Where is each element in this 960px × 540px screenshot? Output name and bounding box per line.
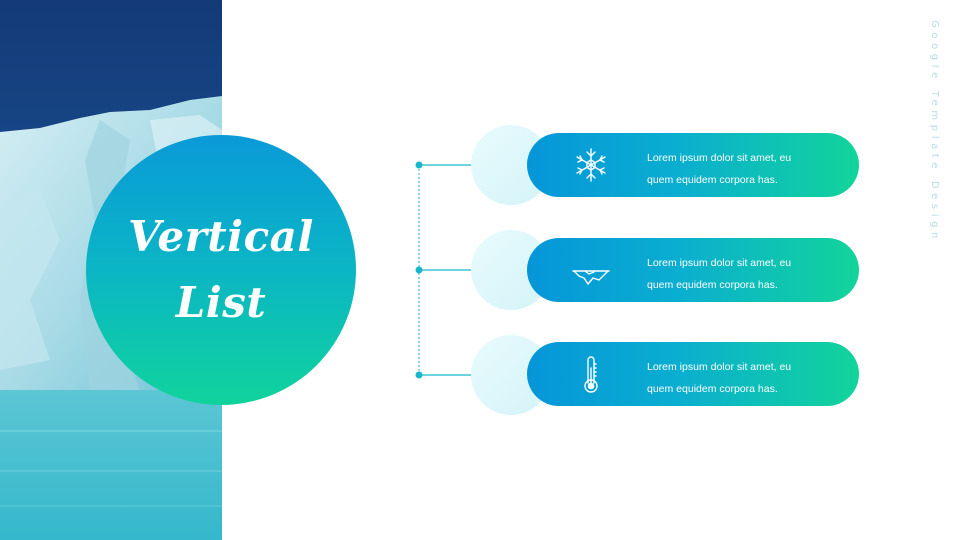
slide-title: Vertical List [111,204,331,336]
list-item: Lorem ipsum dolor sit amet, eu quem equi… [527,342,859,406]
item-text-line-2: quem equidem corpora has. [647,279,778,291]
connector-dot [415,266,423,274]
item-text: Lorem ipsum dolor sit amet, eu quem equi… [647,147,847,191]
item-text: Lorem ipsum dolor sit amet, eu quem equi… [647,252,847,296]
title-circle: Vertical List [86,135,356,405]
connector-dot [415,371,423,379]
item-text-line-2: quem equidem corpora has. [647,383,778,395]
item-text-line-1: Lorem ipsum dolor sit amet, eu [647,152,792,164]
item-text-line-2: quem equidem corpora has. [647,174,778,186]
snowflake-icon [571,145,611,185]
item-text: Lorem ipsum dolor sit amet, eu quem equi… [647,356,847,400]
thermometer-icon [571,354,611,394]
title-line-2: List [175,278,267,327]
title-line-1: Vertical [128,212,314,261]
list-item: Lorem ipsum dolor sit amet, eu quem equi… [527,133,859,197]
list-item: Lorem ipsum dolor sit amet, eu quem equi… [527,238,859,302]
item-text-line-1: Lorem ipsum dolor sit amet, eu [647,361,792,373]
connector-dot [415,161,423,169]
side-caption: Google Template Design [929,20,940,243]
item-text-line-1: Lorem ipsum dolor sit amet, eu [647,257,792,269]
iceberg-icon [571,250,611,290]
